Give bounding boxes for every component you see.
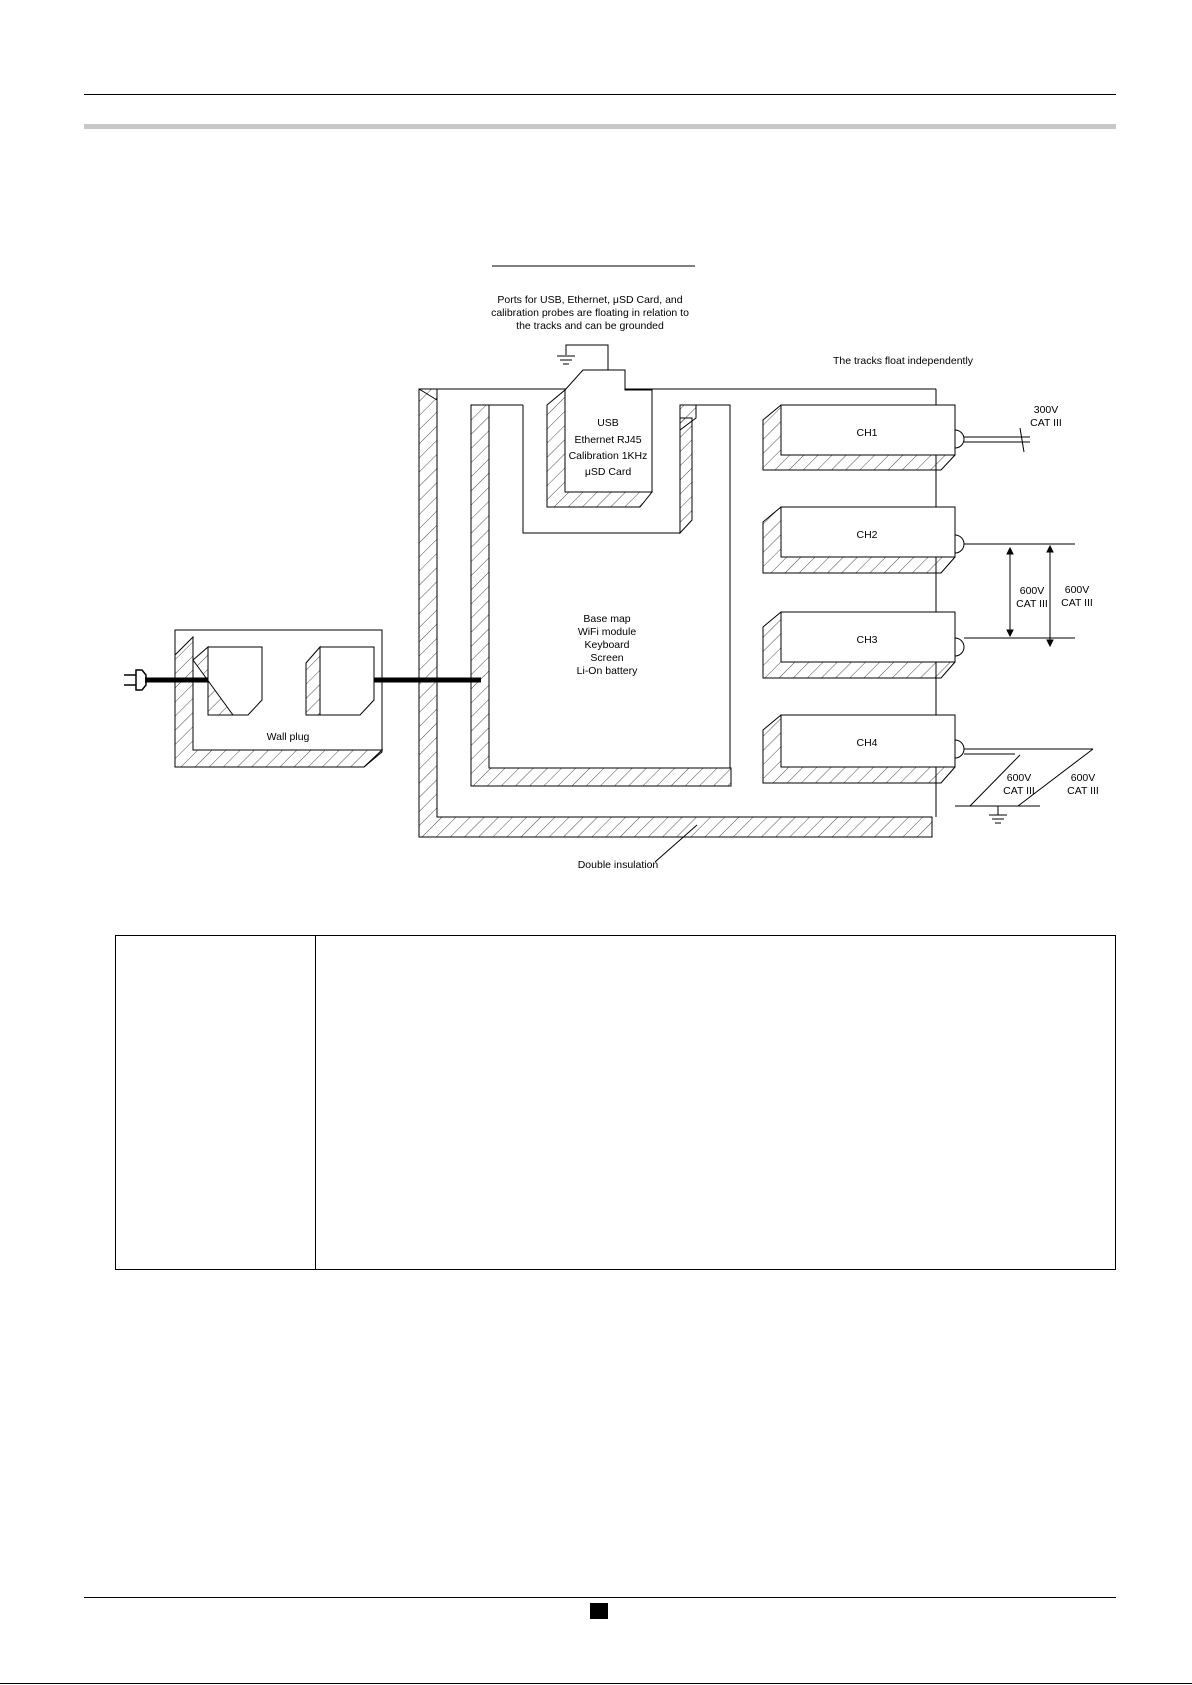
channel-block-ch1: [762, 404, 965, 471]
top-ground-icon: [557, 344, 609, 370]
double-insulation-pointer: [654, 824, 698, 863]
header-rule: [84, 94, 1116, 95]
rating-ch1-voltage: 300V: [1034, 404, 1059, 416]
header-band: [84, 124, 1116, 129]
rating-ch23-outer-voltage: 600V: [1065, 584, 1090, 596]
channel-block-ch3: [762, 611, 965, 679]
main-label-screen: Screen: [590, 652, 623, 664]
page-bottom-rule: [0, 1683, 1192, 1684]
insulation-diagram: Ports for USB, Ethernet, μSD Card, and c…: [124, 265, 1099, 871]
rating-ch23-inner-cat: CAT III: [1016, 598, 1048, 610]
page-number-marker: [590, 1603, 608, 1619]
main-board-enclosure: [470, 404, 732, 787]
wall-plug-block: [174, 629, 481, 768]
main-label-keyboard: Keyboard: [585, 639, 630, 651]
footer-rule: [84, 1597, 1116, 1598]
main-label-battery: Li-On battery: [577, 665, 638, 677]
channel-label-ch4: CH4: [856, 737, 877, 749]
rating-ch4-outer-cat: CAT III: [1067, 785, 1099, 797]
main-label-base-map: Base map: [583, 613, 630, 625]
rating-ch1-cat: CAT III: [1030, 417, 1062, 429]
info-table-left-cell: [116, 936, 316, 1269]
ports-note-line-1: Ports for USB, Ethernet, μSD Card, and: [497, 294, 682, 306]
rating-ch4-inner-cat: CAT III: [1003, 785, 1035, 797]
rating-ch4-outer-voltage: 600V: [1071, 772, 1096, 784]
main-label-wifi: WiFi module: [578, 626, 637, 638]
ports-label-calibration: Calibration 1KHz: [569, 450, 648, 462]
channel-label-ch2: CH2: [856, 529, 877, 541]
channel-label-ch3: CH3: [856, 634, 877, 646]
rating-ch23-inner-voltage: 600V: [1020, 585, 1045, 597]
ports-block: [546, 369, 654, 508]
ports-note-line-3: the tracks and can be grounded: [516, 320, 664, 332]
wall-plug-label: Wall plug: [267, 731, 310, 743]
rating-lines: [955, 427, 1094, 807]
channel-block-ch4: [762, 714, 965, 784]
double-insulation-label: Double insulation: [578, 859, 659, 871]
channel-label-ch1: CH1: [856, 427, 877, 439]
ports-label-usb: USB: [597, 417, 619, 429]
ports-label-ethernet: Ethernet RJ45: [574, 434, 641, 446]
info-table: [115, 935, 1116, 1270]
ch4-ground-icon: [989, 806, 1007, 824]
ports-label-usd: μSD Card: [585, 466, 631, 478]
info-table-right-cell: [316, 936, 1115, 1269]
power-plug-icon: [124, 669, 208, 691]
rating-ch4-inner-voltage: 600V: [1007, 772, 1032, 784]
channel-block-ch2: [762, 506, 965, 574]
rating-ch23-outer-cat: CAT III: [1061, 597, 1093, 609]
tracks-note: The tracks float independently: [833, 355, 974, 367]
ports-note-line-2: calibration probes are floating in relat…: [491, 307, 689, 319]
